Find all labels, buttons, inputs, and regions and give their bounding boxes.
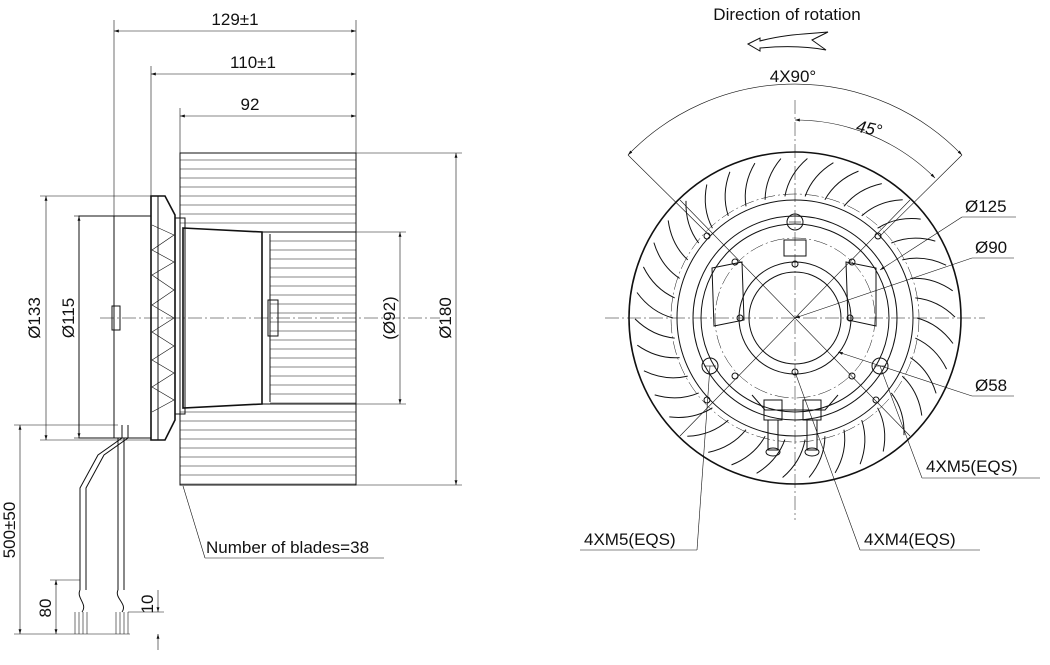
blade-curve <box>782 439 806 478</box>
dim-housing-width: 110±1 <box>150 53 356 196</box>
blade-curve <box>654 392 699 399</box>
blade-curve <box>636 292 674 319</box>
hole-pitch-circle <box>670 193 920 443</box>
cable-glands <box>763 399 822 457</box>
dim-dia-90: Ø90 <box>794 238 1014 319</box>
dim-dia-125: Ø125 <box>879 197 1016 271</box>
blade-curve <box>877 407 886 452</box>
dia-133-label: Ø133 <box>25 297 44 339</box>
blade-curve <box>890 392 905 436</box>
blade-curve <box>784 158 808 197</box>
dim-strip-80: 80 <box>36 579 80 634</box>
dim-angle-4x90: 4X90° <box>627 67 963 237</box>
blade-curve <box>843 183 882 207</box>
dim-dia-92: (Ø92) <box>356 231 406 405</box>
dim-overall-width: 129±1 <box>113 10 357 216</box>
dim-strip-10: 10 <box>128 590 164 650</box>
blade-curve <box>915 337 948 370</box>
blade-curve <box>667 220 689 261</box>
blade-curve <box>834 429 846 474</box>
dia-90-label: Ø90 <box>975 238 1007 257</box>
dim-dia-58: Ø58 <box>837 351 1014 397</box>
blade-curve <box>687 419 729 437</box>
blade-curve <box>756 439 786 474</box>
blade-curve <box>891 237 936 244</box>
dia-58-label: Ø58 <box>975 376 1007 395</box>
blade-curve <box>902 257 947 266</box>
blade-curve <box>724 171 731 217</box>
impeller <box>179 152 357 486</box>
blade-curve <box>859 419 866 465</box>
motor-housing <box>78 195 186 441</box>
blades-count-label: Number of blades=38 <box>206 538 369 557</box>
blade-curve <box>708 429 747 453</box>
blade-curve <box>910 277 953 292</box>
blade-curve <box>643 370 688 379</box>
dim-angle-45: 45° <box>794 117 936 179</box>
angle-45-label: 45° <box>855 117 884 141</box>
dia-125-label: Ø125 <box>965 197 1007 216</box>
blade-curve <box>653 242 680 279</box>
blade-curve <box>731 436 766 466</box>
thread-m5-right: 4XM5(EQS) <box>879 365 1040 479</box>
blade-curve <box>808 436 826 478</box>
mounting-screws <box>701 213 889 375</box>
blade-curve <box>685 200 700 244</box>
blade-curve <box>744 162 756 207</box>
blade-curve <box>642 266 675 299</box>
thread-m5-left: 4XM5(EQS) <box>580 365 711 551</box>
blade-curve <box>910 357 937 394</box>
blade-curve <box>669 407 713 418</box>
blade-curve <box>634 318 675 339</box>
strip-80-label: 80 <box>36 599 55 618</box>
overall-width-label: 129±1 <box>211 10 258 29</box>
blade-curve <box>877 218 921 229</box>
dim-impeller-width: 92 <box>179 95 356 153</box>
thread-m5-right-label: 4XM5(EQS) <box>926 457 1018 476</box>
blade-curve <box>804 162 834 197</box>
side-view: 129±1 110±1 92 Ø133 Ø115 <box>0 10 462 650</box>
dim-dia-115: Ø115 <box>59 215 81 439</box>
strip-10-label: 10 <box>138 595 157 614</box>
angle-4x90-label: 4X90° <box>770 67 817 86</box>
dia-180-label: Ø180 <box>436 297 455 339</box>
front-view: Direction of rotation 4X90° 45° Ø125 Ø90 <box>580 5 1040 551</box>
thread-m5-left-label: 4XM5(EQS) <box>584 530 676 549</box>
housing-width-label: 110±1 <box>230 53 276 72</box>
impeller-width-label: 92 <box>241 95 260 114</box>
blade-curve <box>637 344 680 359</box>
dia-92-label: (Ø92) <box>380 296 399 339</box>
blade-curve <box>704 184 713 229</box>
blade-curve <box>824 170 859 200</box>
dim-dia-133: Ø133 <box>25 195 151 441</box>
dim-dia-180: Ø180 <box>356 152 462 486</box>
motor-base <box>692 215 898 421</box>
dia-115-label: Ø115 <box>59 298 78 338</box>
thread-m4-label: 4XM4(EQS) <box>864 530 956 549</box>
lead-length-label: 500±50 <box>0 502 19 559</box>
blade-curve <box>916 317 954 344</box>
blades-note: Number of blades=38 <box>182 485 384 559</box>
blade-curve <box>915 297 956 318</box>
rotation-indicator: Direction of rotation <box>713 5 861 52</box>
lead-wires <box>74 425 129 634</box>
thread-m4: 4XM4(EQS) <box>794 371 980 551</box>
blade-curve <box>901 375 923 416</box>
blade-curve <box>861 199 903 217</box>
blade-curve <box>764 158 782 200</box>
dim-lead-length: 500±50 <box>0 424 130 635</box>
rotation-label: Direction of rotation <box>713 5 860 24</box>
